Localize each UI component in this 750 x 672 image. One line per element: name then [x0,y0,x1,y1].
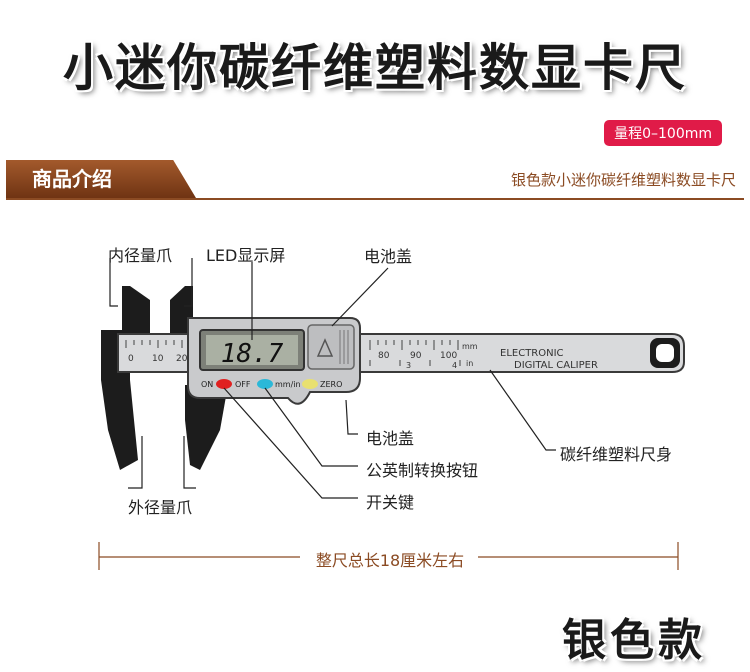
scale-num-80: 80 [378,351,390,361]
outer-jaw-label: 外径量爪 [128,498,193,517]
callout-lines [109,258,556,499]
led-display-label: LED显示屏 [206,246,286,265]
power-key-label: 开关键 [366,493,415,512]
outer-jaw-sliding [185,385,228,470]
section-divider [6,198,744,200]
scale-num-0: 0 [128,354,134,364]
battery-cover-top-label: 电池盖 [364,247,413,266]
section-header: 商品介绍 银色款小迷你碳纤维塑料数显卡尺 [0,160,750,200]
off-label: OFF [235,380,251,389]
inch-num-4: 4 [452,361,457,370]
ruler-body-label: 碳纤维塑料尺身 [560,445,673,464]
power-button[interactable] [216,379,232,389]
page-title: 小迷你碳纤维塑料数显卡尺 [63,39,687,97]
inch-num-3: 3 [406,361,411,370]
lcd-reading: 18.7 [221,339,284,369]
zero-label: ZERO [320,380,342,389]
scale-num-90: 90 [410,351,422,361]
in-mark: in [466,359,473,368]
inner-jaw-label: 内径量爪 [108,246,173,265]
mm-mark: mm [462,342,478,351]
scale-ticks-right [369,340,461,366]
total-length-text: 整尺总长18厘米左右 [315,551,465,570]
on-label: ON [201,380,213,389]
unit-button-label: 公英制转换按钮 [366,461,479,480]
section-tab: 商品介绍 [6,160,196,198]
brand-line-1: ELECTRONIC [500,348,564,359]
inner-jaw-left [122,286,150,333]
range-badge: 量程0–100mm [604,120,722,146]
battery-cover-box [307,324,355,370]
unit-button[interactable] [257,379,273,389]
unit-label: mm/in [275,380,301,389]
scale-ticks-left [125,340,183,348]
battery-cover-label: 电池盖 [366,429,415,448]
triangle-mark [316,338,334,357]
ruler-hang-hole [656,344,674,362]
brand-line-2: DIGITAL CALIPER [514,360,598,371]
bottom-brand: 银色款 [562,615,706,666]
scale-num-20: 20 [176,354,188,364]
scale-num-100: 100 [440,351,457,361]
section-subtitle: 银色款小迷你碳纤维塑料数显卡尺 [510,171,736,189]
zero-button[interactable] [302,379,318,389]
length-dimension [98,542,679,570]
scale-num-10: 10 [152,354,164,364]
